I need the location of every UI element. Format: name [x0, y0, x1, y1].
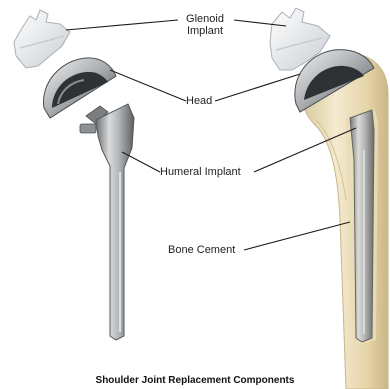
- leader-head-left: [110, 70, 186, 101]
- humeral-head-left: [43, 58, 116, 118]
- label-glenoid-line2: Implant: [178, 25, 232, 37]
- label-head: Head: [186, 95, 212, 107]
- humeral-implant-left: [80, 104, 134, 340]
- leader-cement-right: [244, 222, 350, 250]
- label-humeral-implant: Humeral Implant: [160, 166, 241, 178]
- leader-glenoid-left: [66, 20, 178, 30]
- figure-caption: Shoulder Joint Replacement Components: [0, 375, 390, 386]
- label-bone-cement: Bone Cement: [168, 244, 235, 256]
- leader-humeral-left: [122, 152, 160, 172]
- label-glenoid-line1: Glenoid: [178, 13, 232, 25]
- glenoid-implant-left: [14, 10, 70, 68]
- leader-head-right: [215, 74, 300, 101]
- label-glenoid-implant: Glenoid Implant: [178, 13, 232, 37]
